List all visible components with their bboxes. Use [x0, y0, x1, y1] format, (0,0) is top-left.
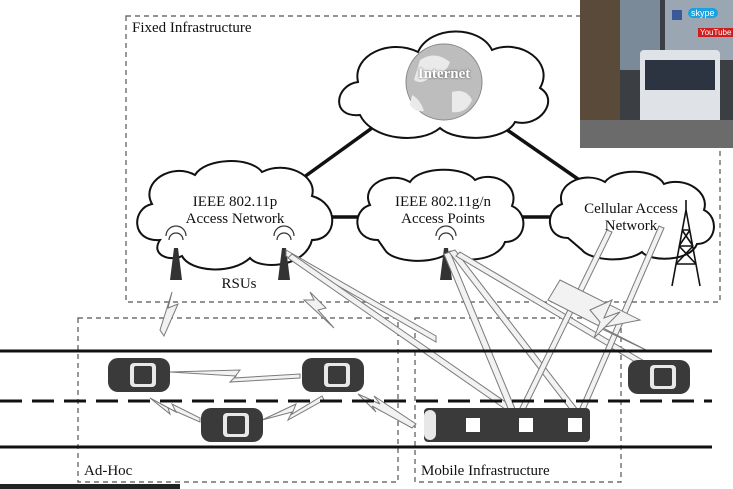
cellular-cloud [548, 170, 715, 261]
ieee-80211gn-line2: Access Points [401, 211, 485, 227]
cellular-line1: Cellular Access [584, 201, 678, 217]
cellular-label: Cellular Access Network [566, 201, 696, 235]
car-4 [628, 360, 690, 394]
car-2 [302, 358, 364, 392]
facebook-icon [672, 10, 682, 20]
wireless-links [149, 225, 665, 429]
skype-badge: skype [688, 8, 718, 18]
rsus-label: RSUs [221, 276, 257, 292]
fixed-infrastructure-label: Fixed Infrastructure [132, 20, 252, 36]
ieee-80211p-line1: IEEE 802.11p [192, 194, 278, 210]
adhoc-label: Ad-Hoc [84, 463, 133, 479]
street-bus-photo: skype YouTube [580, 0, 733, 148]
car-3 [201, 408, 263, 442]
cellular-line2: Network [604, 218, 658, 234]
ieee-80211p-line2: Access Network [185, 211, 285, 227]
internet-label: Internet [417, 66, 471, 82]
ieee-80211gn-line1: IEEE 802.11g/n [394, 194, 492, 210]
bus-icon [424, 408, 590, 442]
ieee-80211p-label: IEEE 802.11p Access Network [170, 194, 300, 228]
fixed-infrastructure-box [125, 15, 721, 303]
road-lines [0, 349, 712, 449]
mobile-infrastructure-label: Mobile Infrastructure [421, 463, 550, 479]
ieee-80211p-cloud [136, 160, 334, 271]
cell-tower-icon [671, 200, 701, 287]
ieee-80211gn-label: IEEE 802.11g/n Access Points [378, 194, 508, 228]
car-1 [108, 358, 170, 392]
youtube-badge: YouTube [698, 28, 733, 37]
rsu-tower-1 [165, 225, 187, 280]
